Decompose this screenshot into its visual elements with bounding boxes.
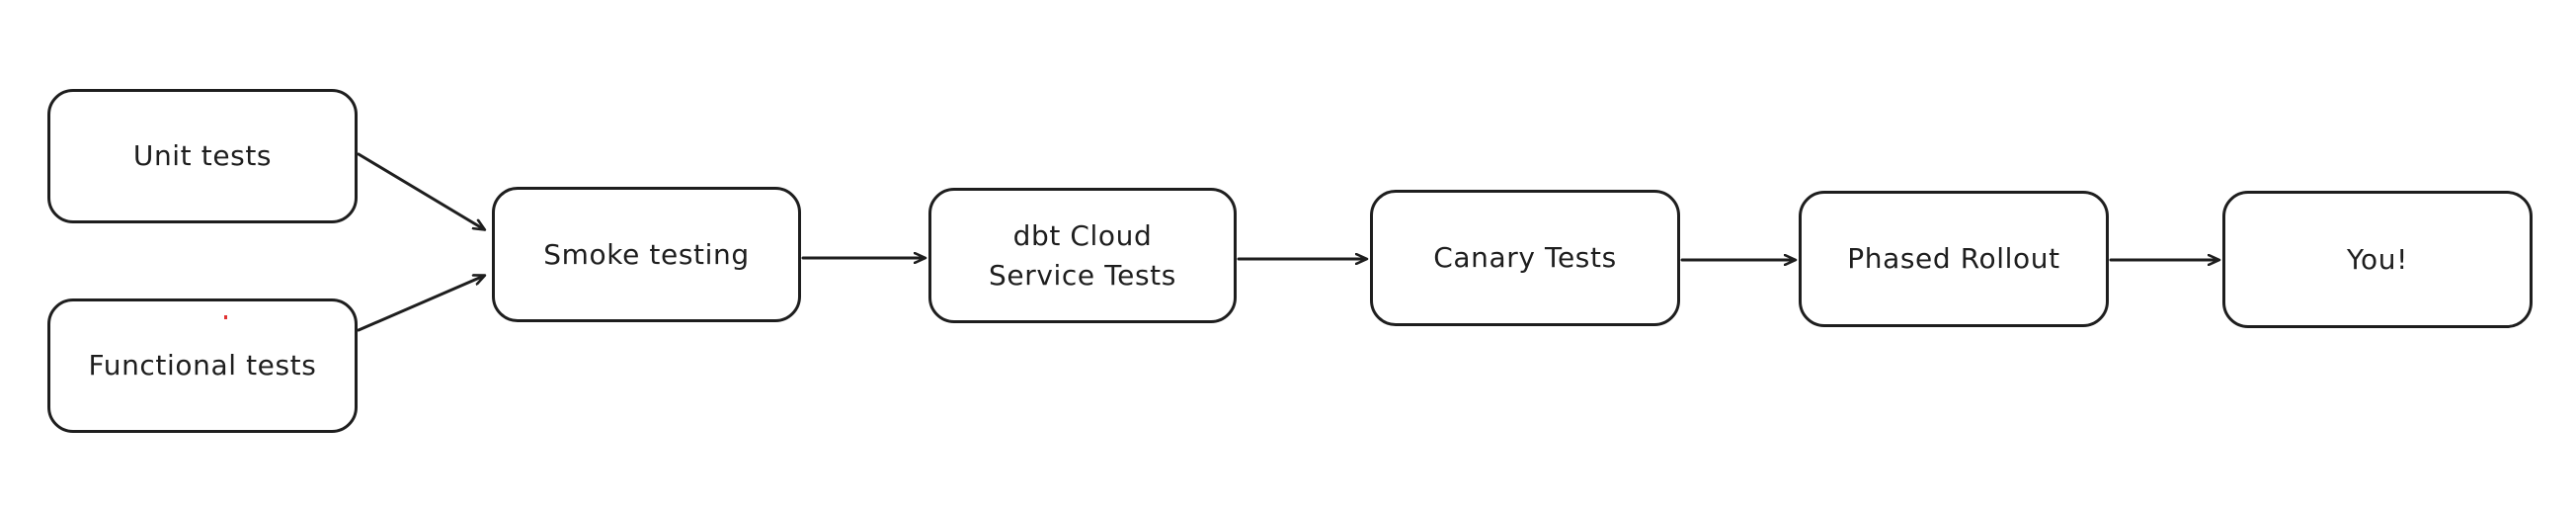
node-label: Canary Tests [1433, 241, 1617, 275]
node-you[interactable]: You! [2222, 191, 2533, 328]
node-canary-tests[interactable]: Canary Tests [1370, 190, 1680, 326]
node-label: Functional tests [88, 349, 317, 382]
node-label: dbt Cloud Service Tests [989, 218, 1176, 292]
node-smoke-testing[interactable]: Smoke testing [492, 187, 801, 322]
node-dbt-cloud-service-tests[interactable]: dbt Cloud Service Tests [928, 188, 1237, 323]
stray-red-dot-artifact [224, 315, 227, 319]
edge-unit-tests-to-smoke-testing [357, 152, 484, 229]
node-functional-tests[interactable]: Functional tests [47, 298, 358, 433]
node-label: Smoke testing [543, 237, 750, 271]
node-phased-rollout[interactable]: Phased Rollout [1799, 191, 2109, 327]
node-label: Unit tests [132, 139, 273, 173]
edge-functional-tests-to-smoke-testing [357, 276, 484, 332]
node-unit-tests[interactable]: Unit tests [47, 89, 358, 223]
node-label: You! [2347, 242, 2408, 276]
node-label: Phased Rollout [1847, 242, 2060, 276]
